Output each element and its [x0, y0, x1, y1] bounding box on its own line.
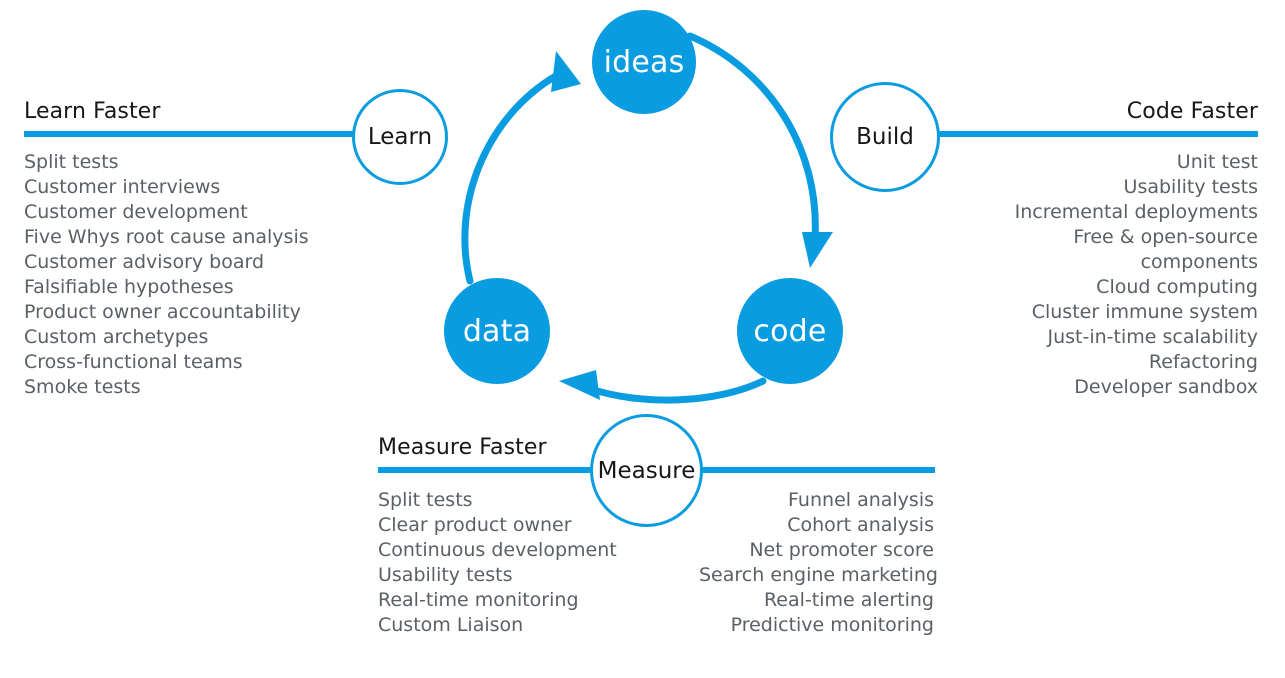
list-item: Customer development: [24, 201, 248, 223]
list-item: Smoke tests: [24, 376, 141, 398]
list-item: Funnel analysis: [788, 489, 934, 511]
list-item: Split tests: [378, 489, 473, 511]
list-item: components: [1140, 251, 1258, 273]
panel-measure-faster-title: Measure Faster: [378, 435, 547, 460]
loop-node-code-label: code: [753, 313, 827, 349]
list-item: Cluster immune system: [1031, 301, 1258, 323]
list-item: Refactoring: [1148, 351, 1258, 373]
arrow-code-to-data: [559, 370, 767, 404]
panel-code-faster-title: Code Faster: [1126, 99, 1258, 124]
list-item: Real-time monitoring: [378, 589, 579, 611]
arrow-ideas-to-code: [686, 32, 833, 268]
list-item: Split tests: [24, 151, 119, 173]
stage-circle-build-label: Build: [856, 124, 914, 150]
stage-circle-learn[interactable]: Learn: [352, 89, 448, 185]
list-item: Falsifiable hypotheses: [24, 276, 234, 298]
list-item: Just-in-time scalability: [1047, 326, 1259, 348]
stage-circle-learn-label: Learn: [367, 124, 433, 150]
loop-node-ideas-label: ideas: [603, 44, 685, 80]
list-item: Clear product owner: [378, 514, 572, 536]
arrow-data-to-ideas: [461, 51, 581, 285]
panel-code-faster-rule: [938, 131, 1258, 137]
list-item: Unit test: [1176, 151, 1258, 173]
loop-node-ideas[interactable]: ideas: [592, 10, 696, 114]
list-item: Continuous development: [378, 539, 617, 561]
panel-measure-faster-rule-right: [700, 467, 935, 473]
loop-node-code[interactable]: code: [737, 278, 843, 384]
list-item: Incremental deployments: [1014, 201, 1258, 223]
loop-node-data-label: data: [462, 313, 532, 349]
stage-circle-measure-label: Measure: [597, 457, 696, 484]
list-item: Five Whys root cause analysis: [24, 226, 309, 248]
list-item: Usability tests: [1123, 176, 1258, 198]
list-item: Customer interviews: [24, 176, 221, 198]
panel-learn-faster-rule: [24, 131, 354, 137]
list-item: Custom archetypes: [24, 326, 209, 348]
list-item: Cross-functional teams: [24, 351, 243, 373]
list-item: Customer advisory board: [24, 251, 265, 273]
list-item: Predictive monitoring: [730, 614, 934, 636]
list-item: Free & open-source: [1073, 226, 1258, 248]
list-item: Cloud computing: [1096, 276, 1258, 298]
list-item: Net promoter score: [749, 539, 934, 561]
list-item: Developer sandbox: [1074, 376, 1258, 398]
loop-node-data[interactable]: data: [444, 278, 550, 384]
list-item: Custom Liaison: [378, 614, 524, 636]
list-item: Search engine marketing: [699, 564, 938, 586]
stage-circle-build[interactable]: Build: [830, 82, 940, 192]
panel-learn-faster-title: Learn Faster: [24, 99, 161, 124]
list-item: Cohort analysis: [787, 514, 934, 536]
list-item: Usability tests: [378, 564, 513, 586]
list-item: Product owner accountability: [24, 301, 301, 323]
panel-measure-faster-rule-left: [378, 467, 593, 473]
list-item: Real-time alerting: [763, 589, 934, 611]
